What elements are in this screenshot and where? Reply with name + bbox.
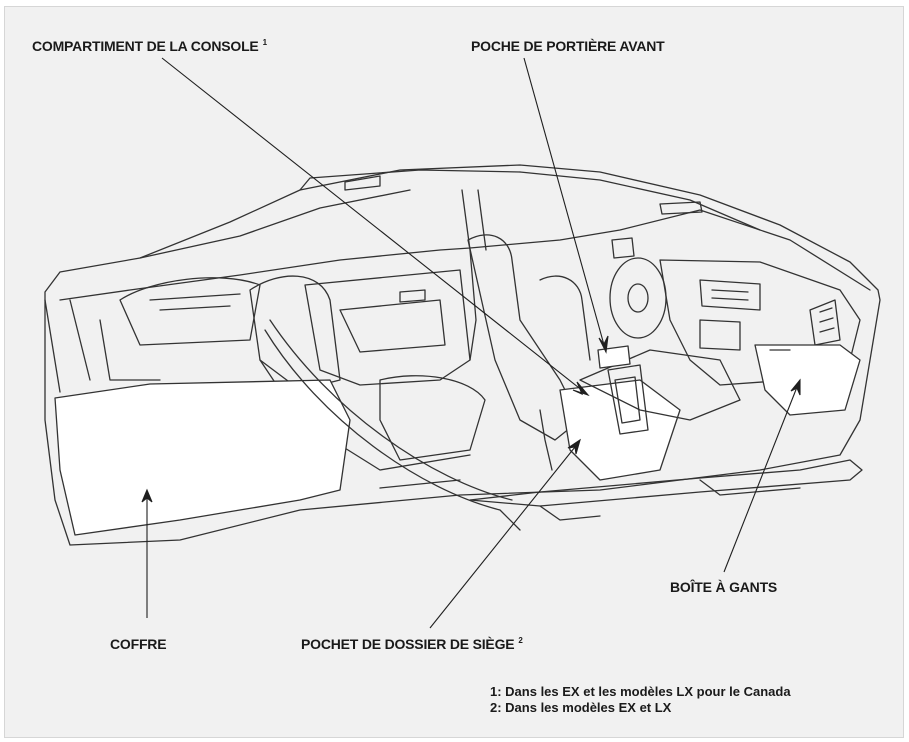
footnotes: 1: Dans les EX et les modèles LX pour le… bbox=[490, 684, 791, 716]
console-leader bbox=[161, 57, 589, 396]
rear-seat bbox=[249, 275, 341, 391]
trunk-arrow bbox=[141, 488, 153, 503]
b-pillar bbox=[461, 189, 477, 361]
steering-wheel bbox=[609, 257, 667, 339]
front-door-pocket-arrow bbox=[598, 335, 609, 354]
center-console bbox=[579, 349, 741, 421]
front-seat bbox=[467, 234, 581, 441]
diagram-frame bbox=[4, 6, 904, 738]
front-door-pocket-label: POCHE DE PORTIÈRE AVANT bbox=[471, 38, 665, 54]
console-compartment-text: COMPARTIMENT DE LA CONSOLE bbox=[32, 38, 259, 54]
seat-back-pocket-arrow bbox=[567, 438, 581, 455]
console-footnote-marker: 1 bbox=[262, 38, 267, 47]
seat-back-pocket-leader bbox=[429, 441, 580, 629]
trunk-label: COFFRE bbox=[110, 636, 167, 652]
glove-box-arrow bbox=[790, 378, 801, 396]
footnote-2: 2: Dans les modèles EX et LX bbox=[490, 700, 672, 715]
glove-box-leader bbox=[723, 381, 800, 573]
front-door-pocket-leader bbox=[523, 57, 607, 353]
trunk-panel bbox=[54, 379, 351, 536]
rear-door bbox=[304, 269, 471, 386]
glove-box-label: BOÎTE À GANTS bbox=[670, 579, 778, 595]
seat-back-pocket-text: POCHET DE DOSSIER DE SIÈGE bbox=[301, 636, 515, 652]
footnote-1: 1: Dans les EX et les modèles LX pour le… bbox=[490, 684, 791, 699]
console-arrow bbox=[572, 381, 590, 397]
glove-box bbox=[754, 344, 861, 416]
seat-back-pocket-footnote-marker: 2 bbox=[518, 636, 523, 645]
car-body-outline bbox=[44, 164, 881, 546]
